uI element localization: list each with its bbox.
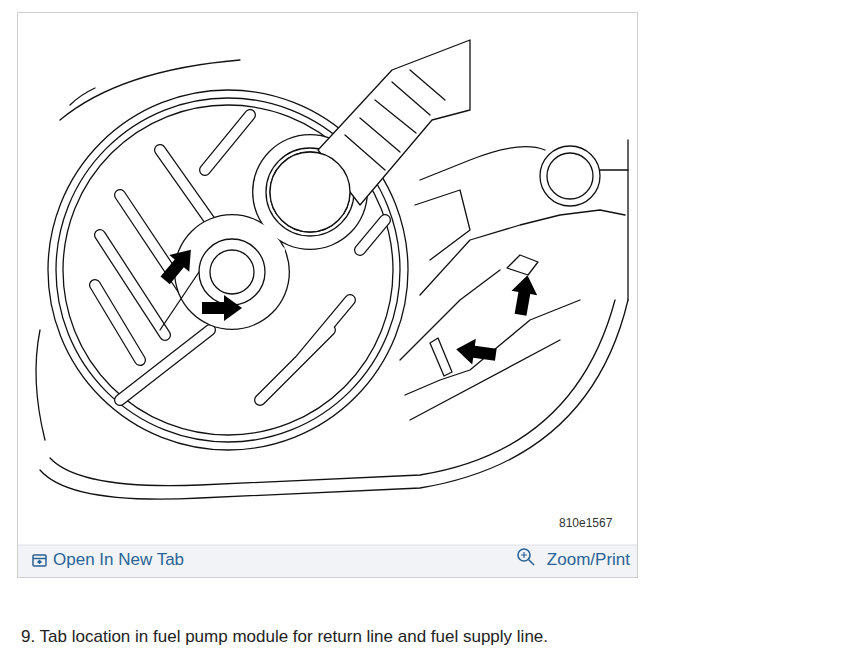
tab-slot <box>507 255 538 275</box>
housing-outline <box>36 330 45 440</box>
toolbar-link: Zoom/Print <box>547 550 630 570</box>
fuel-hose <box>270 40 470 232</box>
toolbar-border <box>18 545 637 546</box>
toolbar-link: Open In New Tab <box>53 550 184 569</box>
toolbar-link: Zoom/Print <box>547 550 630 569</box>
mount-boss <box>540 146 600 206</box>
bracket-line <box>627 140 628 300</box>
bracket-line <box>420 147 545 180</box>
toolbar <box>18 545 637 577</box>
tab-slot <box>430 338 452 376</box>
figure-caption: 9. Tab location in fuel pump module for … <box>21 627 548 647</box>
toolbar-link: Open In New Tab <box>53 550 184 570</box>
figure-code: 810e1567 <box>559 516 612 530</box>
bracket-line <box>405 300 580 395</box>
bracket-line <box>400 270 500 360</box>
zoom-icon <box>518 549 534 565</box>
housing-outline <box>70 88 95 105</box>
callout-arrows <box>155 241 540 367</box>
figure-code: 810e1567 <box>559 516 612 530</box>
mount-boss <box>547 153 593 199</box>
figure-caption: 9. Tab location in fuel pump module for … <box>21 627 548 646</box>
open-tab-icon <box>33 555 46 566</box>
bracket-line <box>598 169 628 170</box>
port-lobes <box>160 134 368 330</box>
fuel-pump-module <box>36 40 628 499</box>
image-frame <box>18 13 638 578</box>
